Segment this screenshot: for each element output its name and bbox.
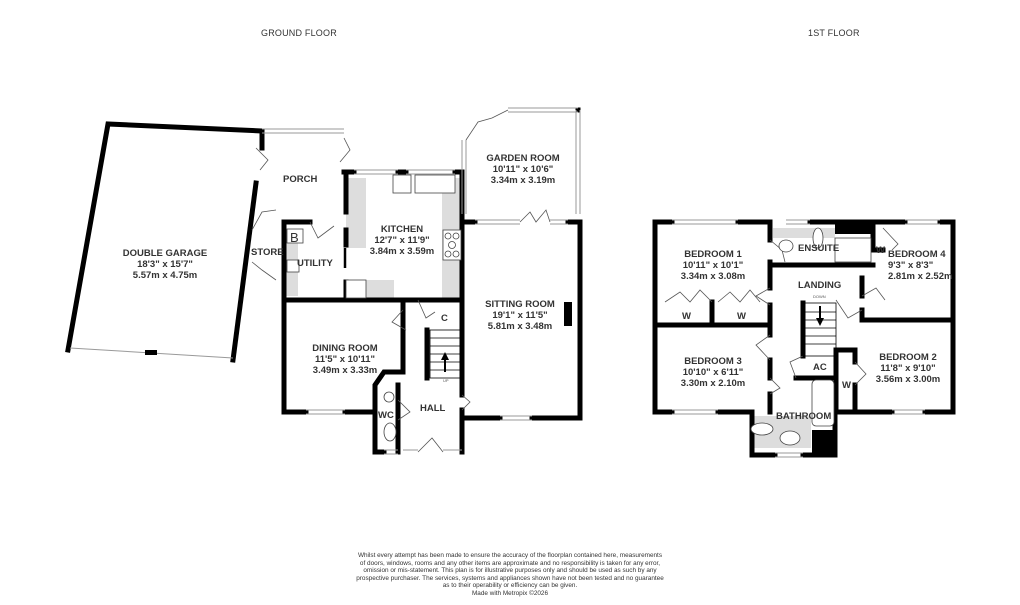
credit-text: Made with Metropix ©2026 <box>471 589 549 597</box>
wardrobe-label: W <box>682 311 691 322</box>
room-label-airing-cupboard: AC <box>813 362 827 373</box>
room-label-dining-room: DINING ROOM 11'5" x 10'11" 3.49m x 3.33m <box>312 343 378 376</box>
room-label-utility: UTILITY <box>297 258 333 269</box>
room-label-bedroom-1: BEDROOM 1 10'11" x 10'1" 3.34m x 3.08m <box>680 249 746 282</box>
room-label-wc: WC <box>378 410 394 421</box>
stairs-up-label: UP <box>443 378 449 383</box>
boiler-label: B <box>290 230 299 245</box>
room-label-bedroom-3: BEDROOM 3 10'10" x 6'11" 3.30m x 2.10m <box>680 356 746 389</box>
room-label-store: STORE <box>251 247 284 258</box>
room-label-ensuite: ENSUITE <box>798 243 840 254</box>
wardrobe-label: W <box>842 380 851 391</box>
room-label-bedroom-2: BEDROOM 2 11'8" x 9'10" 3.56m x 3.00m <box>875 352 941 385</box>
room-label-landing: LANDING <box>798 280 842 291</box>
room-label-garden-room: GARDEN ROOM 10'11" x 10'6" 3.34m x 3.19m <box>486 153 560 186</box>
first-floor-title: 1ST FLOOR <box>808 28 860 38</box>
room-label-cupboard: C <box>441 313 448 324</box>
ground-floor-title: GROUND FLOOR <box>261 28 337 38</box>
room-label-double-garage: DOUBLE GARAGE 18'3" x 15'7" 5.57m x 4.75… <box>122 248 208 281</box>
room-label-bathroom: BATHROOM <box>776 411 832 422</box>
room-label-porch: PORCH <box>283 174 318 185</box>
stairs-down-label: DOWN <box>813 294 826 299</box>
room-label-kitchen: KITCHEN 12'7" x 11'9" 3.84m x 3.59m <box>369 224 435 257</box>
wardrobe-label: W <box>876 245 885 256</box>
wardrobe-label: W <box>737 311 746 322</box>
disclaimer-text: Whilst every attempt has been made to en… <box>330 552 690 598</box>
room-label-bedroom-4: BEDROOM 4 9'3" x 8'3" 2.81m x 2.52m <box>888 249 953 282</box>
room-label-hall: HALL <box>420 403 446 414</box>
room-label-sitting-room: SITTING ROOM 19'1" x 11'5" 5.81m x 3.48m <box>485 299 555 332</box>
